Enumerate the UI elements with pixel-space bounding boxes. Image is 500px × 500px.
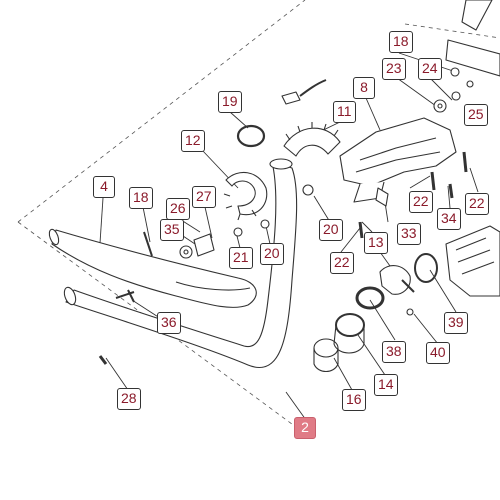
callout-part-23[interactable]: 23 bbox=[382, 58, 406, 80]
callout-part-13[interactable]: 13 bbox=[364, 232, 388, 254]
callout-part-20[interactable]: 20 bbox=[319, 219, 343, 241]
callout-part-27[interactable]: 27 bbox=[192, 186, 216, 208]
callout-part-40[interactable]: 40 bbox=[426, 342, 450, 364]
callout-part-11[interactable]: 11 bbox=[333, 101, 356, 123]
callout-part-14[interactable]: 14 bbox=[374, 374, 398, 396]
callout-part-39[interactable]: 39 bbox=[444, 312, 468, 334]
callout-part-26[interactable]: 26 bbox=[166, 198, 190, 220]
part-artwork bbox=[48, 0, 500, 373]
callout-part-19[interactable]: 19 bbox=[218, 91, 242, 113]
callout-part-21[interactable]: 21 bbox=[229, 247, 253, 269]
callout-part-36[interactable]: 36 bbox=[157, 312, 181, 334]
callout-part-4[interactable]: 4 bbox=[93, 176, 115, 198]
callout-part-22[interactable]: 22 bbox=[409, 191, 433, 213]
callout-part-8[interactable]: 8 bbox=[353, 77, 375, 99]
callout-part-2-selected[interactable]: 2 bbox=[294, 417, 316, 439]
callout-part-22[interactable]: 22 bbox=[465, 193, 489, 215]
callout-part-18[interactable]: 18 bbox=[389, 31, 413, 53]
callout-part-22[interactable]: 22 bbox=[330, 252, 354, 274]
callout-part-35[interactable]: 35 bbox=[160, 219, 184, 241]
dashed-boundary bbox=[17, 0, 500, 431]
callout-part-18[interactable]: 18 bbox=[129, 187, 153, 209]
callout-part-33[interactable]: 33 bbox=[397, 223, 421, 245]
callout-part-38[interactable]: 38 bbox=[382, 341, 406, 363]
callout-part-12[interactable]: 12 bbox=[181, 130, 205, 152]
callout-part-34[interactable]: 34 bbox=[437, 208, 461, 230]
callout-part-28[interactable]: 28 bbox=[117, 388, 141, 410]
callout-part-20[interactable]: 20 bbox=[260, 243, 284, 265]
callout-part-24[interactable]: 24 bbox=[418, 58, 442, 80]
callout-part-16[interactable]: 16 bbox=[342, 389, 366, 411]
callout-part-25[interactable]: 25 bbox=[464, 104, 488, 126]
